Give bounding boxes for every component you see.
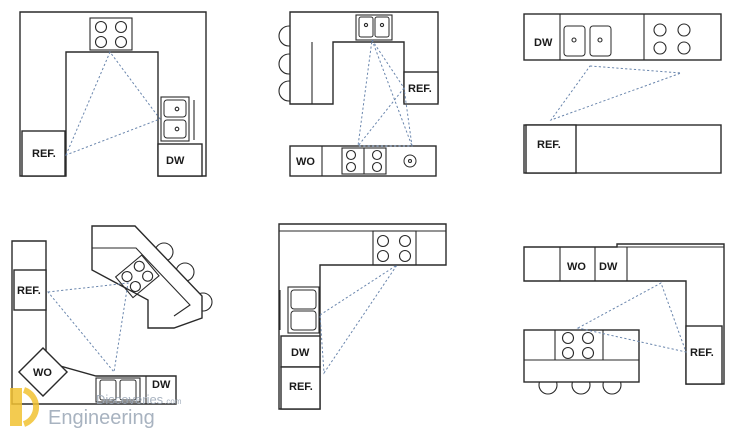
work-triangle bbox=[65, 51, 161, 156]
wo-label: WO bbox=[296, 156, 315, 168]
dishwasher bbox=[280, 335, 321, 368]
refrigerator bbox=[21, 130, 66, 177]
ref-label: REF. bbox=[690, 347, 714, 359]
wall-oven bbox=[17, 346, 69, 398]
cooktop bbox=[341, 147, 387, 175]
dw-label: DW bbox=[291, 347, 310, 359]
ref-label: REF. bbox=[17, 285, 41, 297]
plan-galley: DW REF. bbox=[523, 13, 722, 174]
work-triangle bbox=[357, 38, 413, 147]
dw-label: DW bbox=[166, 155, 185, 167]
dw-label: DW bbox=[599, 261, 618, 273]
sink bbox=[160, 96, 195, 142]
refrigerator bbox=[685, 325, 723, 385]
top-counter bbox=[523, 13, 722, 61]
dishwasher bbox=[157, 143, 203, 177]
l-counter bbox=[523, 243, 725, 385]
cooktop bbox=[653, 23, 691, 55]
cooktop bbox=[114, 254, 160, 299]
ref-label: REF. bbox=[32, 148, 56, 160]
watermark-line1: Discoveries.com bbox=[96, 392, 182, 407]
cooktop bbox=[89, 17, 133, 51]
l-counter bbox=[11, 240, 177, 405]
ref-label: REF. bbox=[289, 381, 313, 393]
sink bbox=[355, 14, 393, 41]
wo-label: WO bbox=[33, 367, 52, 379]
g-counter bbox=[289, 11, 439, 105]
work-triangle bbox=[47, 282, 129, 374]
refrigerator bbox=[13, 269, 47, 311]
work-triangle bbox=[319, 264, 398, 375]
dw-label: DW bbox=[534, 37, 553, 49]
plan-angled: REF. WO DW bbox=[11, 225, 213, 405]
plan-l-island: WO DW REF. bbox=[523, 243, 725, 395]
watermark-line2: Engineering bbox=[48, 407, 155, 429]
cooktop bbox=[372, 230, 417, 266]
plan-g-shape: REF. WO bbox=[278, 11, 439, 177]
ref-label: REF. bbox=[408, 83, 432, 95]
engineering-discoveries-logo: Discoveries.com Engineering bbox=[10, 387, 182, 429]
wo-label: WO bbox=[567, 261, 586, 273]
dw-label: DW bbox=[152, 379, 171, 391]
work-triangle bbox=[549, 65, 682, 122]
refrigerator bbox=[403, 71, 439, 105]
plan-u-shape: REF. DW bbox=[19, 11, 207, 177]
refrigerator bbox=[280, 366, 321, 410]
island bbox=[523, 329, 640, 395]
plan-l-shape: DW REF. bbox=[278, 223, 447, 410]
sink bbox=[95, 377, 141, 403]
logo-mark-bar bbox=[10, 388, 22, 426]
ref-label: REF. bbox=[537, 139, 561, 151]
refrigerator bbox=[525, 124, 577, 174]
sink bbox=[279, 286, 320, 334]
logo-mark-curve bbox=[22, 387, 40, 427]
sink bbox=[563, 25, 612, 57]
